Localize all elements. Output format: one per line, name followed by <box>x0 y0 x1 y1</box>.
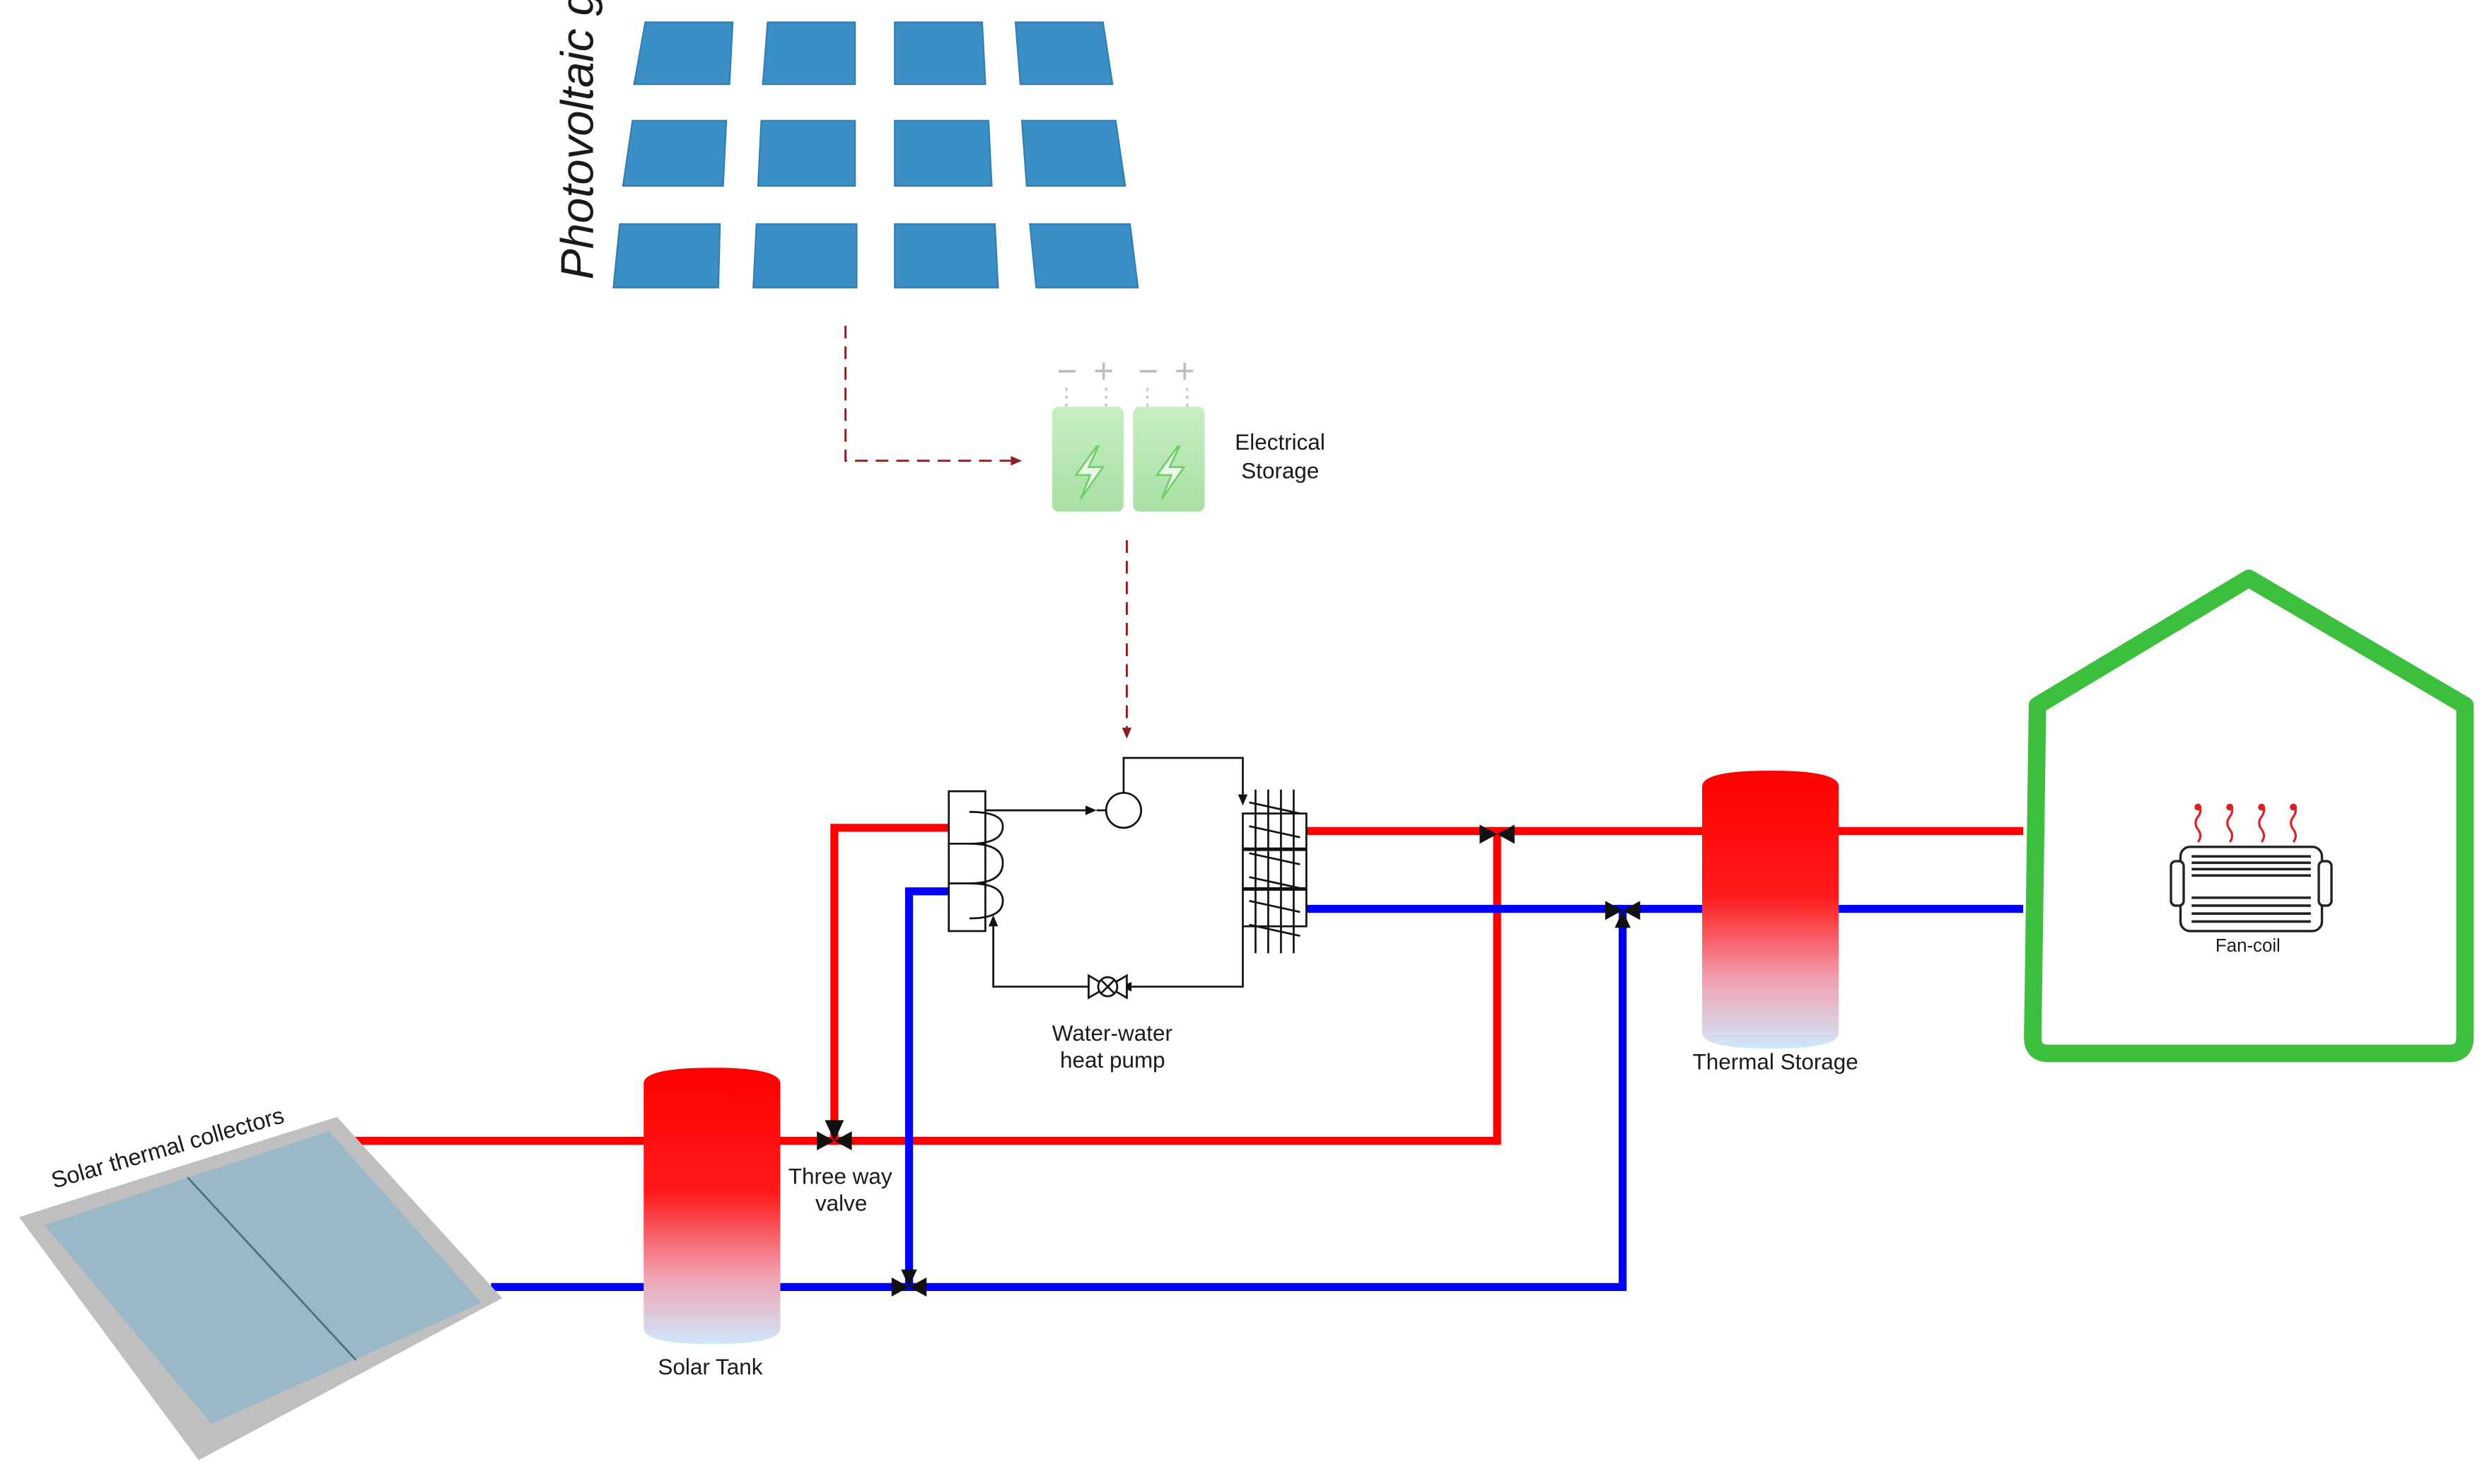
arrow-right-icon <box>1011 455 1023 466</box>
arrow-up-icon <box>988 915 998 927</box>
electrical-storage-label-line1: Electrical <box>1235 430 1325 455</box>
solar-panel-icon <box>1020 119 1126 187</box>
compressor-icon <box>1105 792 1143 829</box>
solar-panel-icon <box>752 223 858 288</box>
solar-panel-icon <box>762 21 856 86</box>
water-water-heat-pump <box>948 756 1308 1000</box>
electrical-storage: − + − + Electrical Storage <box>1052 352 1325 512</box>
expansion-valve-icon <box>1088 974 1128 1000</box>
battery-terminal-minus: − <box>1138 352 1158 391</box>
cold-pipe-collector-return <box>491 910 1627 1291</box>
solar-panel-icon <box>894 119 993 187</box>
pv-generator: Photovoltaic generator <box>551 0 1139 288</box>
cold-water-pipes <box>491 887 2024 1291</box>
collector-glass <box>44 1131 482 1424</box>
thermal-storage: Thermal Storage <box>1693 770 1858 1074</box>
arrow-down-icon <box>1238 794 1248 806</box>
heat-wave-icon <box>2194 803 2298 843</box>
three-way-valve-label-line2: valve <box>815 1191 867 1215</box>
valve-port-up <box>901 1269 917 1287</box>
bowtie-valve-icon <box>817 1131 852 1151</box>
valve-port-down <box>825 1120 844 1141</box>
lightning-battery-icon <box>1133 407 1205 512</box>
pv-to-storage-signal-line <box>844 325 1011 462</box>
battery-terminal-plus: + <box>1175 352 1195 391</box>
valve-port-up <box>1614 910 1631 928</box>
thermal-storage-label: Thermal Storage <box>1693 1049 1858 1074</box>
lightning-battery-icon <box>1052 407 1124 512</box>
battery-terminal-minus: − <box>1057 352 1078 391</box>
battery-terminals: − + − + <box>1057 352 1195 407</box>
cold-pipe-heat-pump-source <box>904 887 949 1287</box>
three-way-valve <box>817 1120 852 1151</box>
thermal-storage-body <box>1702 770 1839 1049</box>
condenser <box>1242 789 1308 954</box>
heat-pump-label-line2: heat pump <box>1060 1048 1165 1073</box>
solar-panel-icon <box>894 21 986 86</box>
solar-panel-icon <box>622 119 728 187</box>
solar-panel-icon <box>1014 21 1114 86</box>
hot-pipe-valve-to-thermal-loop <box>834 834 1501 1145</box>
solar-panel-icon <box>633 21 734 86</box>
electrical-storage-label-line2: Storage <box>1241 458 1319 483</box>
valves <box>817 824 1641 1297</box>
bowtie-valve-icon <box>1605 901 1641 921</box>
arrow-down-icon <box>1122 728 1132 740</box>
solar-thermal-collectors: Solar thermal collectors <box>18 1102 503 1461</box>
hot-water-pipes <box>348 824 2024 1145</box>
collector-divider <box>187 1176 357 1361</box>
battery-terminal-plus: + <box>1093 352 1114 391</box>
fan-coil-label: Fan-coil <box>2216 936 2281 956</box>
solar-panel-icon <box>757 119 856 187</box>
three-way-valve-label-line1: Three way <box>788 1164 892 1188</box>
hot-pipe-valve-to-heat-pump <box>830 824 949 1141</box>
solar-panel-icon <box>612 223 721 288</box>
solar-panel-icon <box>894 223 999 288</box>
solar-tank-label: Solar Tank <box>658 1355 762 1379</box>
pv-panel-array <box>612 21 1139 288</box>
solar-panel-icon <box>1029 223 1139 288</box>
evaporator <box>948 790 1004 933</box>
solar-tank: Solar Tank <box>644 1068 781 1379</box>
bowtie-valve-icon <box>1479 824 1515 844</box>
solar-tank-body <box>644 1068 781 1345</box>
building-outline <box>2024 569 2474 1063</box>
fan-coil-unit-icon <box>2170 803 2333 933</box>
building: Fan-coil <box>2024 569 2474 1063</box>
pv-generator-label: Photovoltaic generator <box>551 0 602 280</box>
arrow-right-icon <box>1085 805 1097 815</box>
heat-pump-label-line1: Water-water <box>1052 1021 1172 1046</box>
